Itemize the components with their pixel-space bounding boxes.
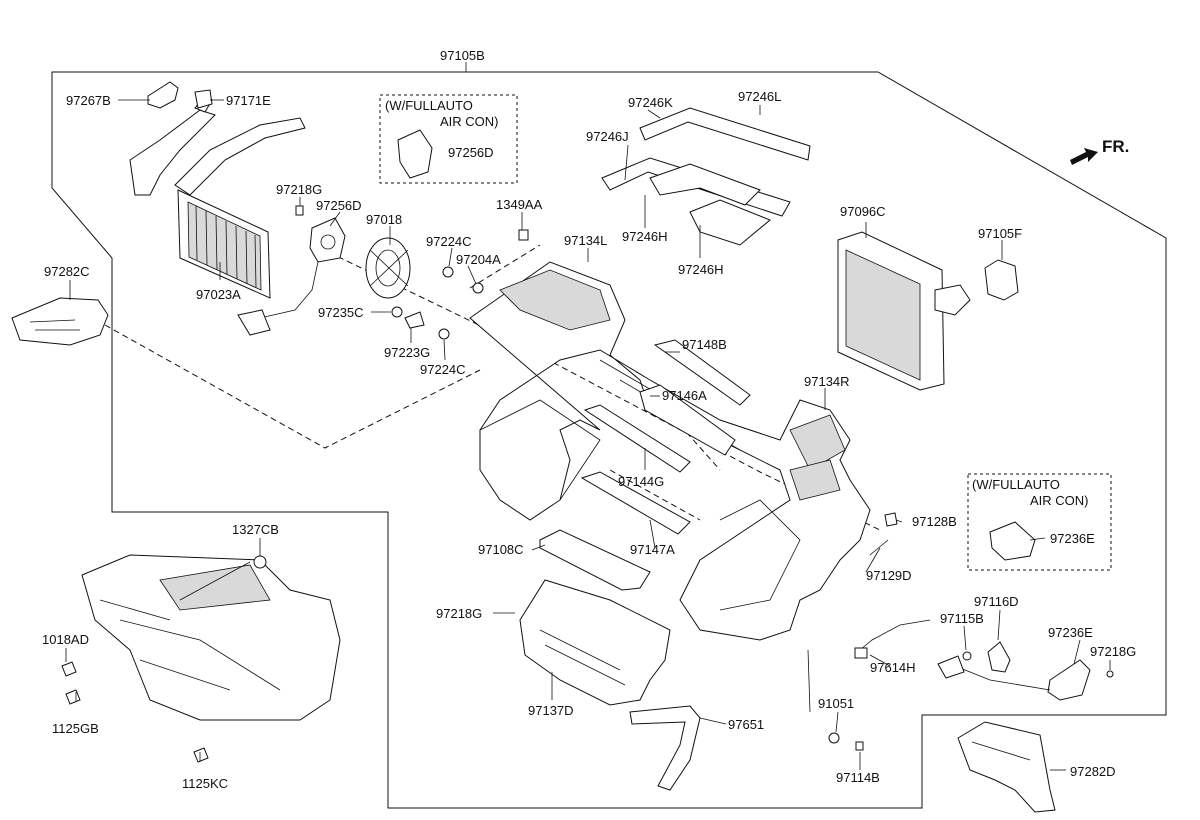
label-97267b: 97267B (66, 93, 111, 108)
label-97282c: 97282C (44, 264, 90, 279)
label-1327cb: 1327CB (232, 522, 279, 537)
evaporator-97096c-illustration (837, 231, 971, 391)
door-97144g-illustration (583, 404, 691, 473)
option-note-right-line2: AIR CON) (1030, 493, 1089, 508)
label-97134l: 97134L (564, 233, 607, 248)
rod-97129d-illustration (869, 539, 889, 556)
label-1018ad: 1018AD (42, 632, 89, 647)
label-97018: 97018 (366, 212, 402, 227)
screw-97114b-illustration (855, 741, 864, 751)
label-1349aa: 1349AA (496, 197, 543, 212)
label-97147a: 97147A (630, 542, 675, 557)
bolt-1125kc-illustration (193, 747, 209, 763)
clip-1349aa-illustration (518, 229, 529, 241)
cover-97108c-illustration (539, 529, 651, 591)
blower-motor-97018-illustration (365, 237, 411, 299)
label-97134r: 97134R (804, 374, 850, 389)
label-97282d: 97282D (1070, 764, 1116, 779)
label-leader-lines (65, 62, 1111, 771)
heater-core-illustration (129, 95, 306, 299)
label-97146a: 97146A (662, 388, 707, 403)
actuator-97236e-illustration (937, 655, 1091, 701)
label-97129d: 97129D (866, 568, 912, 583)
seal-kit-97246-illustration (601, 107, 811, 246)
seal-97105f-illustration (984, 259, 1019, 301)
label-91051: 91051 (818, 696, 854, 711)
screw-97218g-c-illustration (1106, 670, 1114, 678)
clip-97267b-illustration (147, 81, 179, 109)
grommet-91051-illustration (828, 732, 840, 744)
label-97148b: 97148B (682, 337, 727, 352)
label-97223g: 97223G (384, 345, 430, 360)
mounting-bracket-subassembly-illustration (81, 554, 341, 721)
label-97246h-a: 97246H (622, 229, 668, 244)
label-97115b: 97115B (940, 611, 984, 626)
part-labels: 97105B 97267B 97171E (W/FULLAUTO AIR CON… (42, 48, 1136, 791)
nut-97204a-illustration (472, 282, 484, 294)
actuator-97236e-option-illustration (989, 521, 1036, 561)
connector-97614h-illustration (854, 647, 868, 659)
bracket-97223g-illustration (404, 311, 425, 329)
label-97235c: 97235C (318, 305, 364, 320)
label-97256d-a: 97256D (448, 145, 494, 160)
label-97096c: 97096C (840, 204, 886, 219)
label-97105f: 97105F (978, 226, 1022, 241)
label-97224c-a: 97224C (426, 234, 472, 249)
grommet-97224c-b-illustration (438, 328, 450, 340)
direction-label: FR. (1102, 137, 1129, 156)
lower-case-97137d-illustration (519, 579, 671, 706)
bolt-1125gb-illustration (65, 689, 81, 705)
label-97105b: 97105B (440, 48, 485, 63)
washer-97235c-illustration (391, 306, 403, 318)
option-note-top-line2: AIR CON) (440, 114, 499, 129)
door-97147a-illustration (580, 471, 691, 535)
option-note-top-line1: (W/FULLAUTO (385, 98, 473, 113)
nut-1327cb-illustration (253, 555, 267, 569)
front-direction-arrow-icon (1070, 148, 1098, 165)
label-97218g-c: 97218G (1090, 644, 1136, 659)
label-97128b: 97128B (912, 514, 957, 529)
actuator-97256d-option-illustration (397, 129, 433, 179)
door-97148b-illustration (653, 339, 751, 406)
label-97218g-a: 97218G (276, 182, 322, 197)
grommet-97224c-a-illustration (442, 266, 454, 278)
drain-hose-97651-illustration (629, 705, 701, 791)
actuator-97116d-illustration (987, 641, 1011, 673)
label-97246k: 97246K (628, 95, 673, 110)
label-97236e-a: 97236E (1050, 531, 1095, 546)
label-97236e-b: 97236E (1048, 625, 1093, 640)
bolt-1018ad-illustration (61, 661, 77, 677)
label-97224c-b: 97224C (420, 362, 466, 377)
label-97246j: 97246J (586, 129, 629, 144)
label-97651: 97651 (728, 717, 764, 732)
clip-97171e-illustration (194, 89, 213, 109)
label-97256d-b: 97256D (316, 198, 362, 213)
option-note-right-line1: (W/FULLAUTO (972, 477, 1060, 492)
clip-97128b-illustration (884, 512, 898, 527)
label-97246h-b: 97246H (678, 262, 724, 277)
duct-97282d-illustration (957, 721, 1056, 813)
duct-97282c-illustration (11, 297, 109, 346)
assembly-boundary-outline (51, 71, 1167, 809)
harness-97614h-illustration (859, 619, 931, 651)
label-97144g: 97144G (618, 474, 664, 489)
door-97146a-illustration (639, 384, 736, 456)
label-97108c: 97108C (478, 542, 524, 557)
fullauto-option-box-top (379, 94, 518, 184)
label-97114b: 97114B (836, 770, 880, 785)
label-97171e: 97171E (226, 93, 271, 108)
label-97116d: 97116D (974, 594, 1019, 609)
label-97023a: 97023A (196, 287, 241, 302)
label-1125gb: 1125GB (52, 721, 99, 736)
label-97204a: 97204A (456, 252, 501, 267)
actuator-97256d-illustration (237, 217, 346, 336)
label-97614h: 97614H (870, 660, 916, 675)
label-1125kc: 1125KC (182, 776, 228, 791)
label-97218g-b: 97218G (436, 606, 482, 621)
label-97137d: 97137D (528, 703, 574, 718)
clip-97115b-illustration (962, 651, 972, 661)
label-97246l: 97246L (738, 89, 781, 104)
screw-97218g-a-illustration (295, 205, 304, 216)
